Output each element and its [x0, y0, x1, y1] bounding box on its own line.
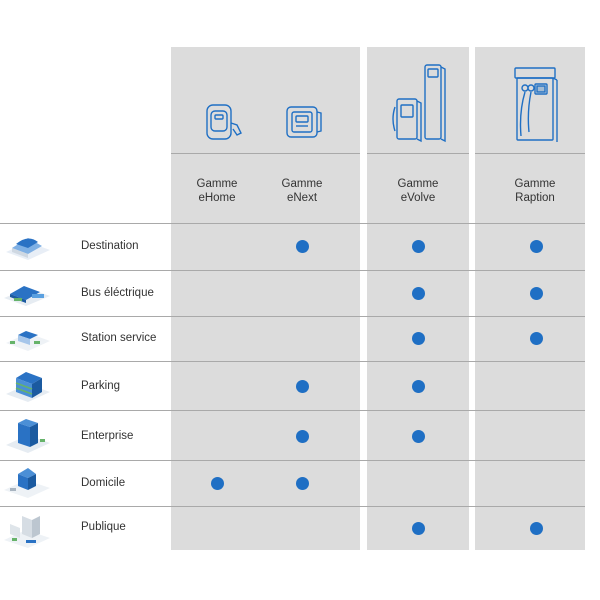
row-label-domicile: Domicile — [81, 477, 126, 489]
charging-post-evolve-icon — [392, 64, 446, 143]
bus-depot-icon — [4, 286, 50, 306]
availability-dot — [411, 521, 425, 535]
availability-dot — [529, 331, 543, 345]
availability-dot — [411, 331, 425, 345]
row-divider — [0, 223, 585, 224]
availability-dot — [529, 286, 543, 300]
column-group-ehome-enext — [171, 47, 360, 550]
row-divider — [0, 410, 585, 411]
row-divider — [0, 270, 585, 271]
house-icon — [4, 468, 50, 498]
availability-dot — [295, 429, 309, 443]
wallbox-ehome-icon — [206, 104, 242, 140]
service-station-icon — [6, 331, 50, 351]
row-label-destination: Destination — [81, 240, 139, 252]
header-divider — [171, 153, 360, 154]
office-building-icon — [6, 419, 50, 453]
availability-dot — [295, 239, 309, 253]
availability-dot — [411, 239, 425, 253]
row-divider — [0, 316, 585, 317]
row-label-publique: Publique — [81, 521, 126, 533]
row-label-enterprise: Enterprise — [81, 430, 134, 442]
availability-dot — [529, 239, 543, 253]
header-divider — [475, 153, 585, 154]
header-divider — [367, 153, 469, 154]
destination-building-icon — [6, 238, 50, 260]
availability-dot — [210, 476, 224, 490]
row-divider — [0, 361, 585, 362]
availability-dot — [411, 429, 425, 443]
row-label-bus-electrique: Bus éléctrique — [81, 287, 154, 299]
wallbox-enext-icon — [286, 106, 322, 138]
row-divider — [0, 460, 585, 461]
availability-dot — [411, 379, 425, 393]
availability-dot — [529, 521, 543, 535]
row-divider — [0, 506, 585, 507]
row-label-parking: Parking — [81, 380, 120, 392]
parking-garage-icon — [6, 372, 50, 402]
public-street-icon — [4, 516, 50, 548]
availability-dot — [295, 476, 309, 490]
charging-station-raption-icon — [514, 67, 558, 142]
column-raption — [475, 47, 585, 550]
availability-dot — [411, 286, 425, 300]
row-label-station-service: Station service — [81, 332, 157, 344]
availability-dot — [295, 379, 309, 393]
